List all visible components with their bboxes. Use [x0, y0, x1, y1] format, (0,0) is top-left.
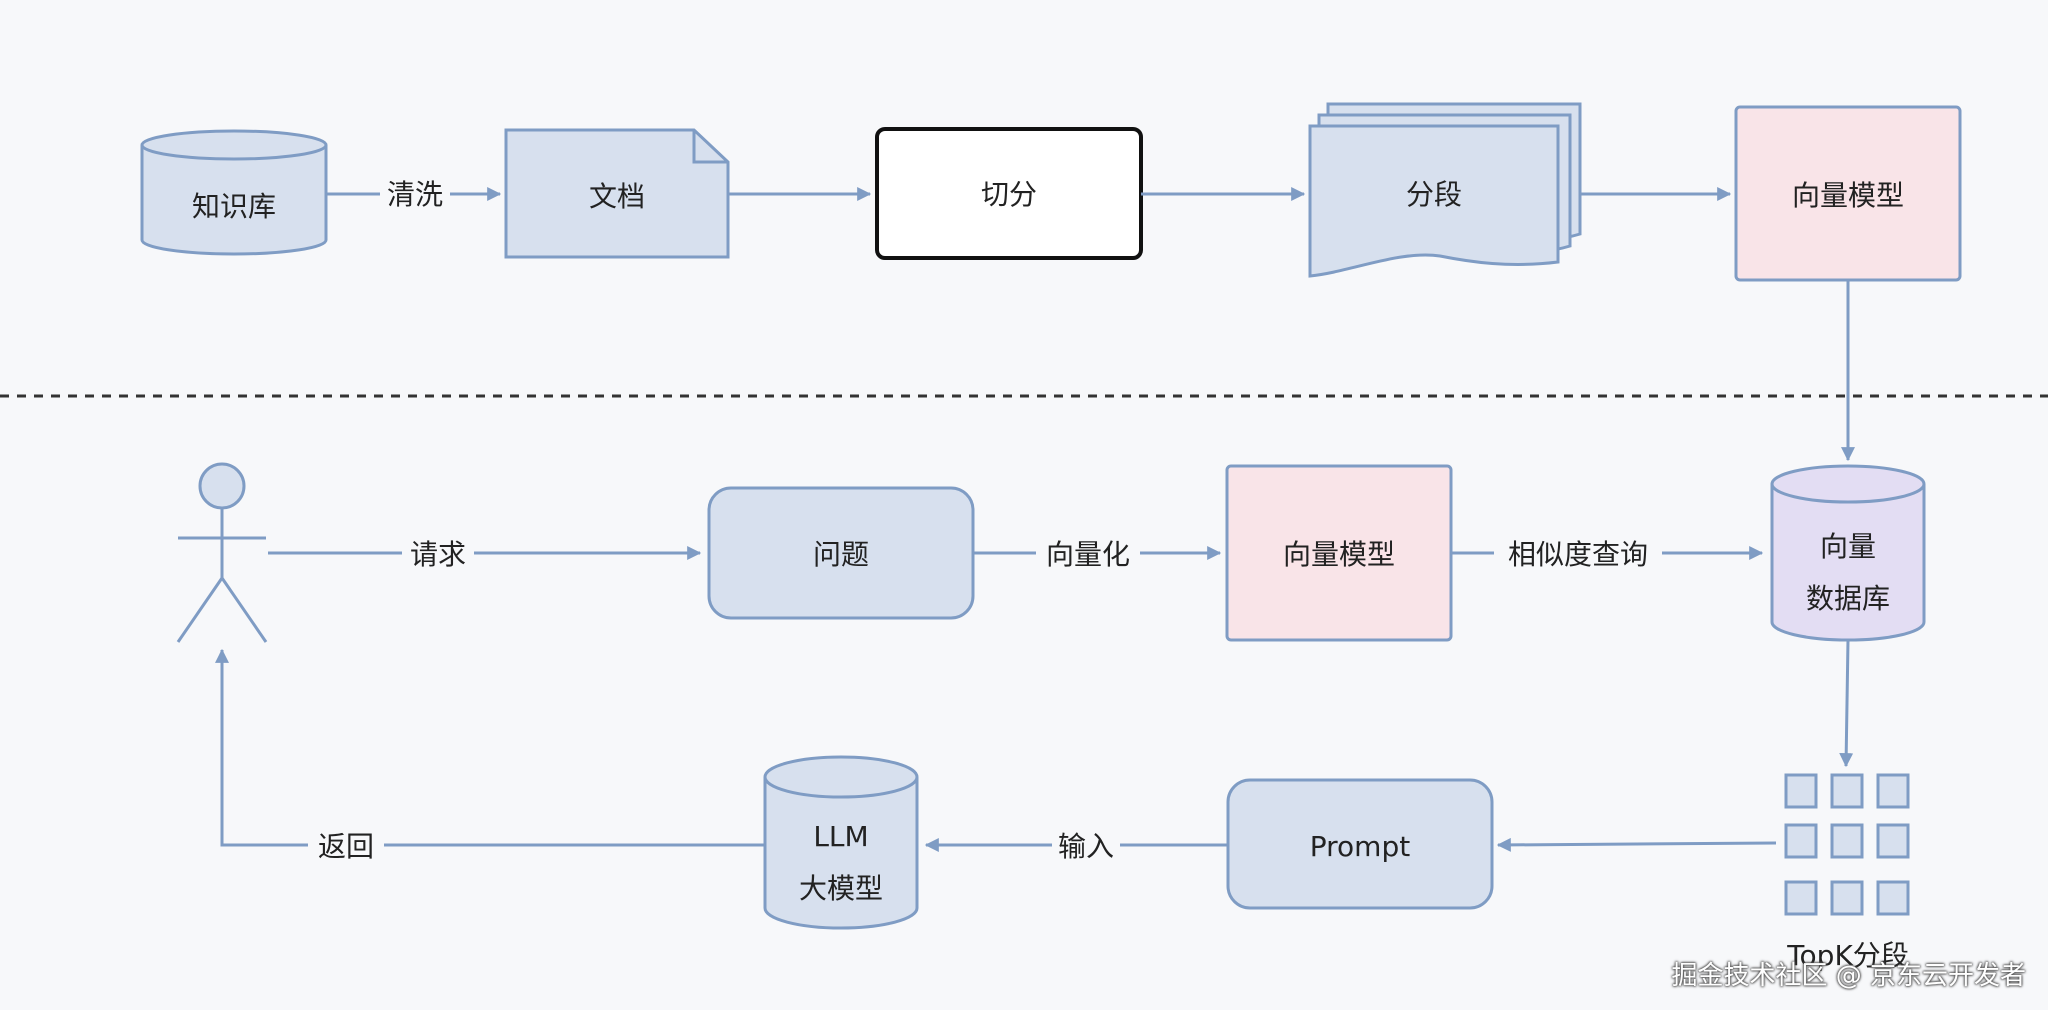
edge-return-label: 返回 [318, 830, 374, 863]
question-label: 问题 [813, 538, 869, 571]
edge-input-label: 输入 [1058, 830, 1114, 863]
knowledge-base-cylinder: 知识库 [142, 131, 326, 254]
embedding-model-mid: 向量模型 [1227, 466, 1451, 640]
segments-label: 分段 [1406, 178, 1462, 211]
prompt-label: Prompt [1310, 830, 1410, 863]
edge-clean-label: 清洗 [387, 178, 443, 211]
embedding-model-top-label: 向量模型 [1792, 179, 1904, 212]
document-node: 文档 [506, 130, 728, 257]
edge-input: 输入 [926, 830, 1228, 863]
split-node: 切分 [877, 129, 1141, 258]
edge-clean: 清洗 [326, 178, 500, 211]
embedding-model-top: 向量模型 [1736, 107, 1960, 280]
watermark-text: 掘金技术社区 @ 京东云开发者 [1671, 955, 2026, 992]
question-node: 问题 [709, 488, 973, 618]
edge-similarity-label: 相似度查询 [1508, 538, 1648, 571]
topk-segments-grid [1786, 775, 1908, 914]
edge-similarity: 相似度查询 [1451, 538, 1762, 571]
llm-cylinder: LLM 大模型 [765, 757, 917, 928]
edge-vectorize-label: 向量化 [1046, 538, 1130, 571]
split-label: 切分 [981, 178, 1037, 211]
prompt-node: Prompt [1228, 780, 1492, 908]
llm-label-line1: LLM [813, 820, 868, 853]
segments-node: 分段 [1310, 104, 1580, 276]
edge-vectorize: 向量化 [973, 538, 1220, 571]
edge-return: 返回 [222, 650, 765, 863]
edge-vdb-topk [1846, 640, 1848, 766]
edge-request: 请求 [268, 538, 700, 571]
embedding-model-mid-label: 向量模型 [1283, 538, 1395, 571]
edge-topk-prompt [1498, 843, 1776, 845]
vector-db-label-line2: 数据库 [1806, 582, 1890, 615]
user-icon [178, 464, 266, 642]
vector-db-label-line1: 向量 [1820, 530, 1876, 563]
knowledge-base-label: 知识库 [192, 190, 276, 223]
edge-request-label: 请求 [410, 538, 466, 571]
llm-label-line2: 大模型 [799, 872, 883, 905]
document-label: 文档 [589, 180, 645, 213]
vector-database-cylinder: 向量 数据库 [1772, 466, 1924, 640]
